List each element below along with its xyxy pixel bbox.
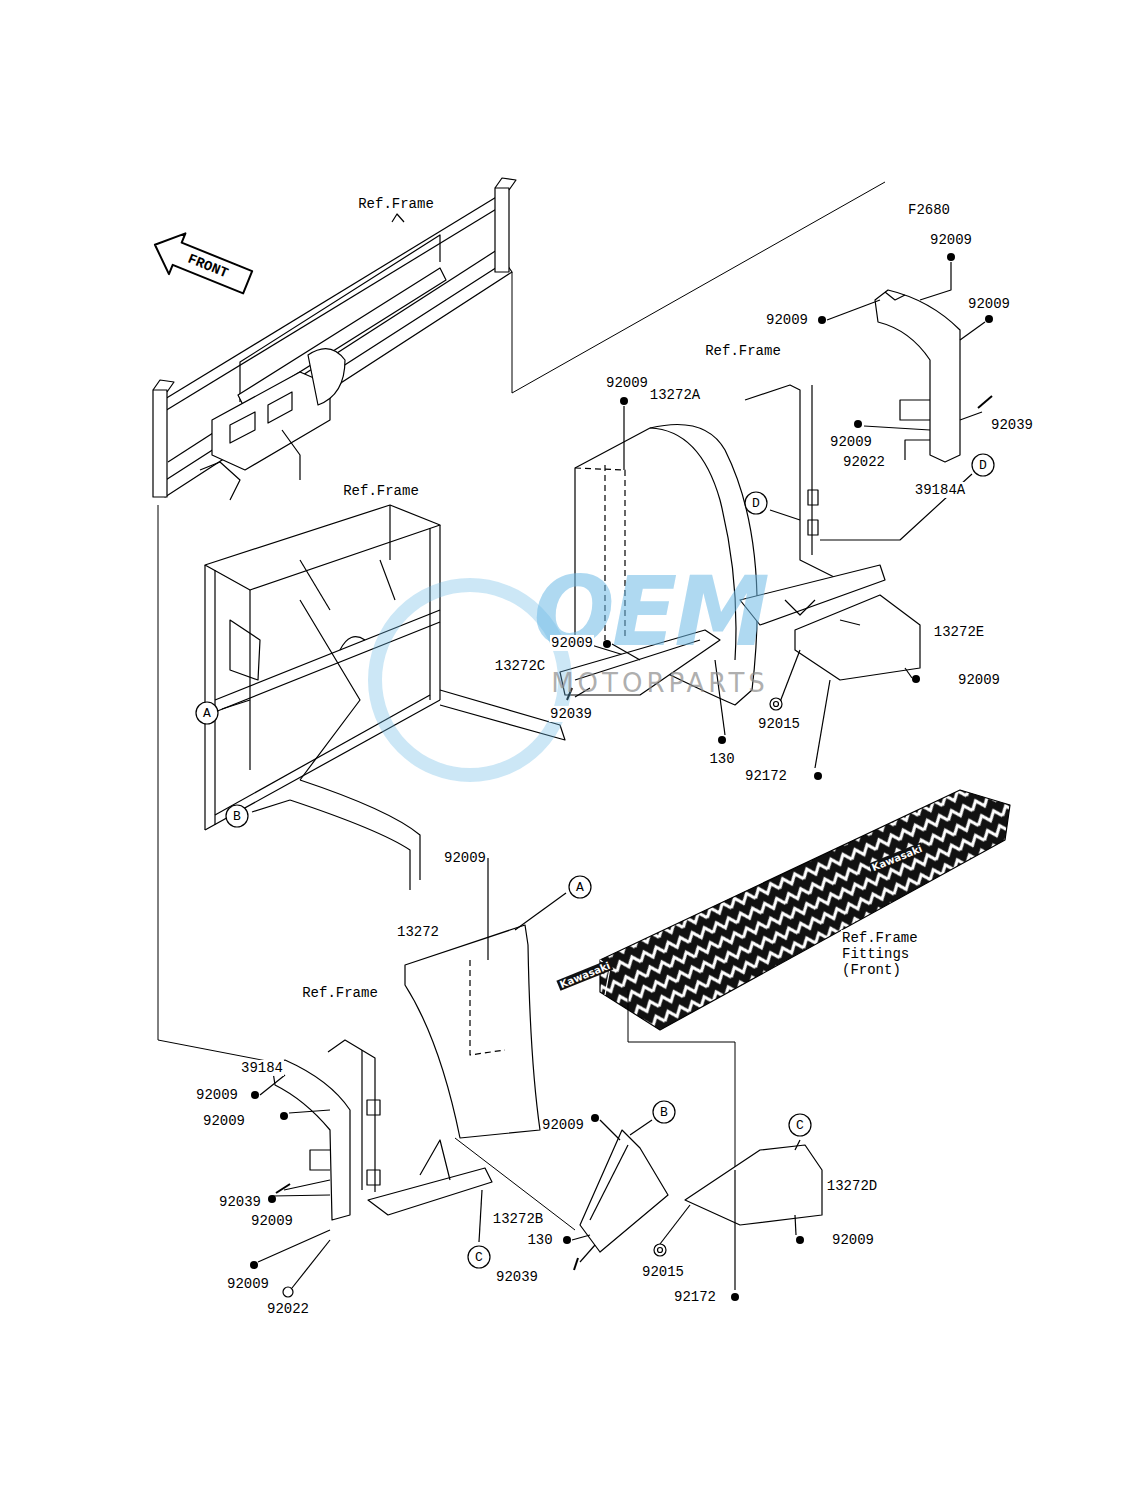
reference-note: Ref.Frame Fittings (Front) [841,930,927,978]
part-number: 92039 [495,1269,539,1285]
reference-circle: D [971,453,995,477]
reference-letter: D [752,497,760,510]
part-number: 92039 [218,1194,262,1210]
part-number: 13272A [649,387,701,403]
reference-circle: B [652,1100,676,1124]
part-number: 92022 [266,1301,310,1317]
part-number: 92009 [967,296,1011,312]
part-number: 92172 [673,1289,717,1305]
reference-circle: D [744,491,768,515]
watermark: OEM [532,556,768,668]
mat-logo: Kawasaki [868,842,925,874]
reference-letter: A [203,707,211,720]
watermark: MOTORPARTS [550,668,770,698]
part-number: Ref.Frame [704,343,782,359]
reference-letter: C [796,1119,804,1132]
part-number: 92009 [541,1117,585,1133]
part-number: 92009 [226,1276,270,1292]
part-number: 13272B [492,1211,544,1227]
reference-letter: A [576,881,584,894]
part-number: 92009 [202,1113,246,1129]
part-number: 92009 [765,312,809,328]
part-number: 39184 [240,1060,284,1076]
mat-logo: Kawasaki [556,959,613,991]
direction-arrow-text: FRONT [185,250,232,281]
part-number: 92039 [549,706,593,722]
part-number: 92009 [831,1232,875,1248]
part-number: 130 [526,1232,553,1248]
reference-circle: C [467,1245,491,1269]
reference-letter: C [475,1251,483,1264]
part-number: 92009 [250,1213,294,1229]
part-number: 92009 [443,850,487,866]
part-number: 92009 [550,635,594,651]
part-number: 13272 [396,924,440,940]
part-number: 92172 [744,768,788,784]
part-number: 92022 [842,454,886,470]
part-number: Ref.Frame [342,483,420,499]
reference-circle: A [195,701,219,725]
part-number: 92015 [641,1264,685,1280]
reference-letter: D [979,459,987,472]
part-number: 13272D [826,1178,878,1194]
part-number: 92009 [829,434,873,450]
part-number: 92015 [757,716,801,732]
part-number: 92039 [990,417,1034,433]
part-number: 130 [708,751,735,767]
part-number: Ref.Frame [301,985,379,1001]
reference-letter: B [233,810,241,823]
part-number: 92009 [957,672,1001,688]
part-number: Ref.Frame [357,196,435,212]
part-number: 13272E [933,624,985,640]
part-number: 92009 [195,1087,239,1103]
part-number: F2680 [907,202,951,218]
reference-circle: A [568,875,592,899]
part-number: 92009 [605,375,649,391]
reference-circle: B [225,804,249,828]
part-number: 13272C [494,658,546,674]
part-number: 39184A [914,482,966,498]
reference-circle: C [788,1113,812,1137]
reference-letter: B [660,1106,668,1119]
part-number: 92009 [929,232,973,248]
